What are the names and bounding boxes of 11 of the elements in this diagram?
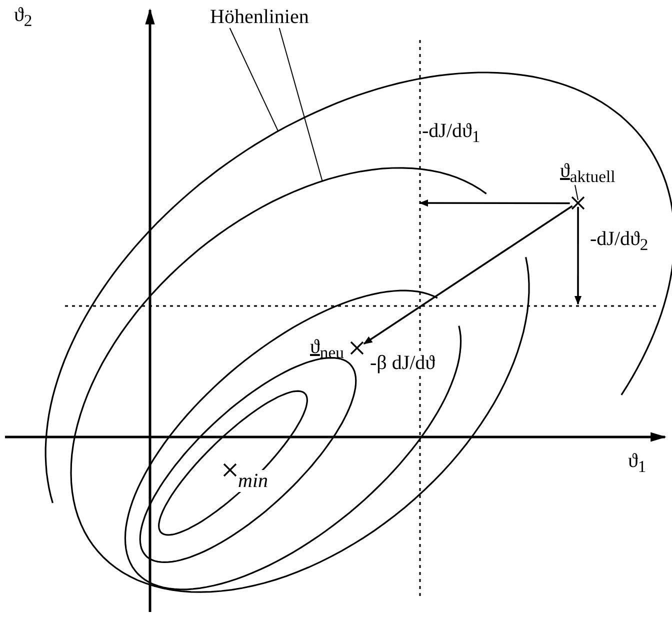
arrow (574, 206, 582, 305)
edge-label: -β dJ/dϑ (370, 352, 436, 374)
point-label: min (238, 470, 268, 492)
axis-label: ϑ$_{2}$ (14, 4, 32, 30)
arrow (363, 205, 573, 345)
point-label: ϑ$_{aktuell}$ (560, 160, 642, 206)
leader-line (278, 28, 323, 182)
leader-line (229, 28, 279, 132)
arrow (419, 199, 570, 207)
heading-label: Höhenlinien (210, 6, 309, 28)
axis-label: ϑ$_{1}$ (628, 450, 646, 476)
